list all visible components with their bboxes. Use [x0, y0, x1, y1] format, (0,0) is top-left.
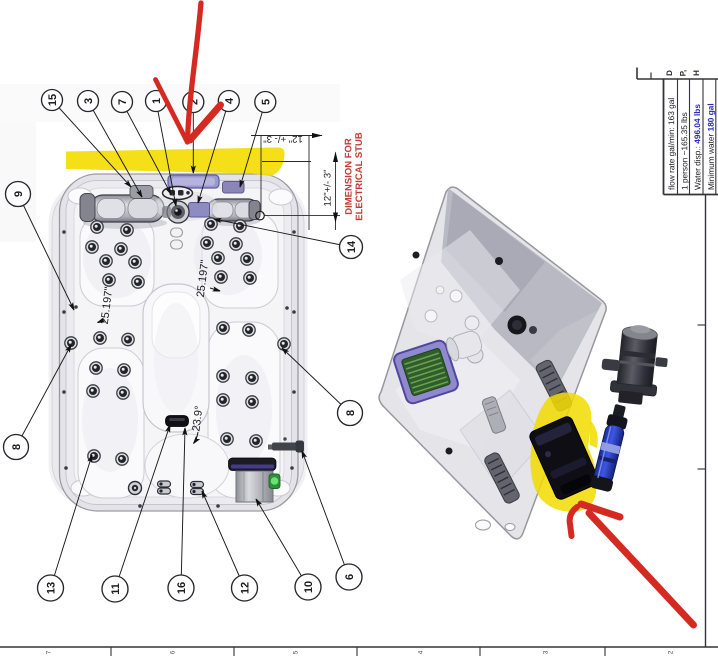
svg-text:11: 11	[110, 583, 122, 595]
svg-text:15: 15	[47, 94, 59, 106]
svg-text:ELECTRICAL STUB: ELECTRICAL STUB	[354, 132, 366, 221]
svg-text:9: 9	[13, 191, 25, 197]
svg-text:16: 16	[176, 582, 188, 594]
svg-text:6: 6	[344, 574, 356, 580]
svg-text:3: 3	[542, 650, 549, 654]
svg-text:8: 8	[345, 410, 357, 416]
svg-text:DIMENSION FOR: DIMENSION FOR	[343, 138, 354, 215]
svg-text:2: 2	[188, 99, 200, 105]
svg-text:25.197": 25.197"	[99, 286, 115, 325]
svg-text:H: H	[692, 70, 701, 76]
svg-text:14: 14	[346, 240, 358, 253]
svg-text:12" +/- 3": 12" +/- 3"	[263, 133, 303, 144]
svg-text:7: 7	[45, 650, 52, 654]
svg-text:8: 8	[11, 444, 23, 450]
svg-text:13: 13	[45, 582, 57, 594]
svg-text:7: 7	[117, 99, 129, 105]
svg-text:flow rate gal/min: 163 gal: flow rate gal/min: 163 gal	[666, 98, 677, 190]
svg-text:12: 12	[239, 582, 251, 594]
svg-text:1 person ~165.35 lbs: 1 person ~165.35 lbs	[679, 112, 689, 190]
svg-text:10: 10	[303, 581, 315, 593]
svg-text:5: 5	[260, 99, 272, 105]
svg-text:6: 6	[169, 650, 176, 654]
svg-text:Minimum water 180 gal: Minimum water 180 gal	[705, 103, 716, 190]
svg-text:5: 5	[292, 650, 299, 654]
svg-text:2: 2	[667, 650, 674, 654]
svg-text:12"+/- 3": 12"+/- 3"	[322, 169, 333, 206]
svg-text:4: 4	[224, 97, 236, 104]
svg-text:P,: P,	[678, 70, 687, 77]
svg-text:Water disp.: 496.04 lbs: Water disp.: 496.04 lbs	[692, 104, 703, 190]
svg-text:4: 4	[417, 650, 424, 654]
svg-text:23.9°: 23.9°	[190, 405, 205, 432]
svg-text:3: 3	[83, 98, 95, 104]
svg-text:1: 1	[151, 98, 163, 104]
svg-text:D: D	[665, 70, 674, 76]
svg-text:25.197": 25.197"	[195, 259, 211, 298]
